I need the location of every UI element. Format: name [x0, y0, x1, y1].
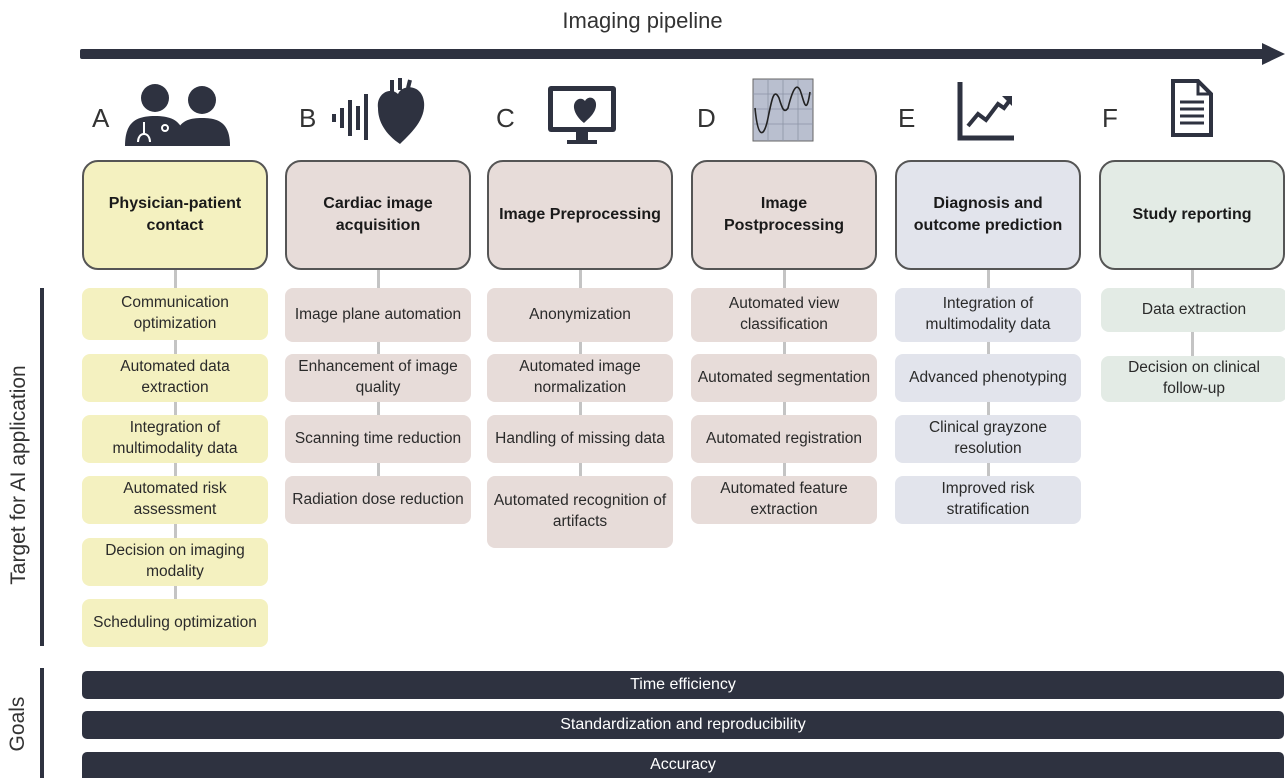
heart-soundwave-icon	[332, 78, 425, 144]
target-item-c-1: Anonymization	[487, 288, 673, 342]
target-item-a-2: Automated data extraction	[82, 354, 268, 402]
target-item-e-1: Integration of multimodality data	[895, 288, 1081, 342]
document-report-icon	[1171, 79, 1213, 137]
target-item-a-5: Decision on imaging modality	[82, 538, 268, 586]
goals-side-label: Goals	[6, 696, 29, 752]
stage-box-d: Image Postprocessing	[691, 160, 877, 270]
stage-letter-a: A	[92, 103, 110, 133]
target-item-c-3: Handling of missing data	[487, 415, 673, 463]
stage-box-b: Cardiac image acquisition	[285, 160, 471, 270]
pipeline-arrow-head	[1262, 43, 1285, 65]
pipeline-title: Imaging pipeline	[562, 8, 723, 33]
target-item-c-4: Automated recognition of artifacts	[487, 476, 673, 548]
stage-letter-f: F	[1102, 103, 1118, 133]
target-item-f-2: Decision on clinical follow-up	[1101, 356, 1285, 402]
curve-graph-icon	[752, 78, 814, 142]
target-item-e-2: Advanced phenotyping	[895, 354, 1081, 402]
target-item-a-4: Automated risk assessment	[82, 476, 268, 524]
target-item-e-4: Improved risk stratification	[895, 476, 1081, 524]
stage-box-a: Physician-patient contact	[82, 160, 268, 270]
target-item-d-2: Automated segmentation	[691, 354, 877, 402]
stage-letter-c: C	[496, 103, 515, 133]
stage-letter-b: B	[299, 103, 317, 133]
stage-letter-d: D	[697, 103, 716, 133]
physician-patient-icon	[125, 84, 230, 146]
target-item-b-4: Radiation dose reduction	[285, 476, 471, 524]
goal-bar-standardization: Standardization and reproducibility	[82, 711, 1284, 739]
target-item-f-1: Data extraction	[1101, 288, 1285, 332]
target-item-d-3: Automated registration	[691, 415, 877, 463]
stage-box-e: Diagnosis and outcome prediction	[895, 160, 1081, 270]
goal-bar-time-efficiency: Time efficiency	[82, 671, 1284, 699]
target-item-a-1: Communication optimization	[82, 288, 268, 340]
target-side-label: Target for AI application	[7, 365, 30, 585]
target-item-b-1: Image plane automation	[285, 288, 471, 342]
target-item-b-2: Enhancement of image quality	[285, 354, 471, 402]
stage-letter-e: E	[898, 103, 916, 133]
target-item-d-1: Automated view classification	[691, 288, 877, 342]
target-item-c-2: Automated image normalization	[487, 354, 673, 402]
target-item-a-6: Scheduling optimization	[82, 599, 268, 647]
target-item-d-4: Automated feature extraction	[691, 476, 877, 524]
target-item-e-3: Clinical grayzone resolution	[895, 415, 1081, 463]
target-item-a-3: Integration of multimodality data	[82, 415, 268, 463]
stage-box-c: Image Preprocessing	[487, 160, 673, 270]
target-side-bar	[40, 288, 44, 646]
target-item-b-3: Scanning time reduction	[285, 415, 471, 463]
goals-side-bar	[40, 668, 44, 778]
pipeline-arrow-line	[80, 49, 1265, 59]
monitor-heart-icon	[548, 86, 616, 144]
trend-chart-icon	[957, 82, 1014, 141]
stage-box-f: Study reporting	[1099, 160, 1285, 270]
goal-bar-accuracy: Accuracy	[82, 752, 1284, 778]
